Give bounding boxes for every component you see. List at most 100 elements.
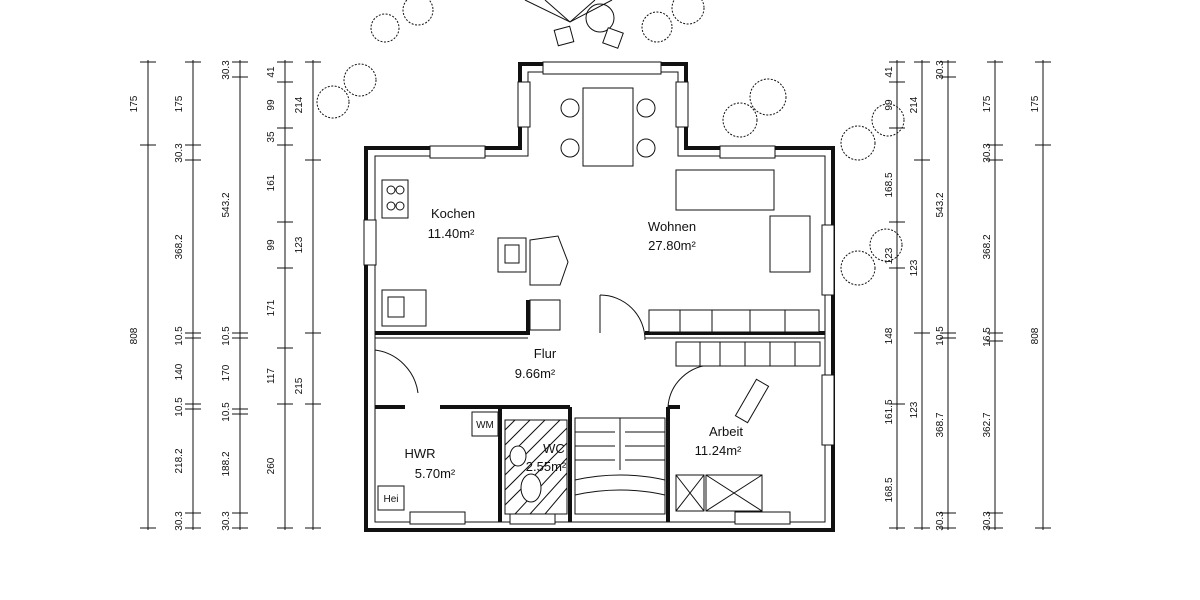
office-furniture [675,341,821,512]
tree-icon [402,0,434,26]
dim-label: 30.3 [982,511,993,531]
dim-label: 368.7 [935,412,946,437]
shelf [675,341,821,367]
dim-label: 175 [129,95,140,112]
door-arc [667,364,714,408]
dim-label: 140 [174,363,185,380]
dim-label: 99 [266,239,277,251]
window [429,145,486,159]
dim-label: 41 [266,66,277,78]
chair-icon [636,98,656,118]
dim-label: 123 [909,259,920,276]
dining-table [560,87,656,167]
chair-icon [560,138,580,158]
dim-label: 30.3 [221,511,232,531]
room-area-wohnen: 27.80m² [648,238,696,253]
tree-icon [671,0,705,25]
dim-label: 168.5 [884,477,895,502]
dim-label: 99 [266,99,277,111]
tree-icon [343,63,377,97]
dim-label: 10.5 [935,326,946,346]
dim-label: 161.5 [884,399,895,424]
umbrella-icon [524,0,613,23]
dim-label: 16.5 [982,327,993,347]
sofa-icon [769,215,811,273]
dim-label: 362.7 [982,412,993,437]
dim-label: 808 [129,327,140,344]
room-name-flur: Flur [534,346,557,361]
washing-machine-label: WM [476,420,494,431]
washing-machine-icon [471,411,499,437]
dim-label: 175 [982,95,993,112]
chair-icon [560,98,580,118]
tree-icon [840,250,876,286]
heater-icon [377,485,405,511]
sofa-icon [675,169,775,211]
dim-label: 214 [294,96,305,113]
washbasin-icon [509,445,527,467]
dimensions-right: 41 99 168.5 123 148 161.5 168.5 214 123 … [884,60,1051,531]
room-area-kochen: 11.40m² [428,226,475,241]
lamp-icon [734,378,770,424]
tree-icon [316,85,350,119]
chimney [529,235,569,286]
dim-label: 123 [909,401,920,418]
dim-label: 30.3 [935,511,946,531]
window [517,81,531,128]
shelf [648,309,820,333]
dim-label: 30.3 [174,143,185,163]
dim-label: 218.2 [174,448,185,473]
dim-label: 808 [1030,327,1041,344]
dim-label: 30.3 [174,511,185,531]
dim-label: 148 [884,327,895,344]
chair-icon [602,27,624,49]
dim-label: 10.5 [174,397,185,417]
dim-label: 99 [884,99,895,111]
dim-label: 10.5 [221,326,232,346]
dim-label: 188.2 [221,451,232,476]
dim-label: 175 [1030,95,1041,112]
room-area-hwr: 5.70m² [415,466,456,481]
room-name-wc: WC [543,441,565,456]
dimensions-left: 175 808 175 30.3 368.2 10.5 140 10.5 218… [129,60,321,531]
dim-label: 10.5 [174,326,185,346]
dim-label: 117 [266,368,277,384]
window [821,374,835,446]
chair-icon [553,25,575,47]
living-furniture [648,169,820,333]
tree-icon [840,125,876,161]
dim-label: 168.5 [884,172,895,197]
tree-icon [722,102,758,138]
room-name-kochen: Kochen [431,206,475,221]
dim-label: 543.2 [221,192,232,217]
window [675,81,689,128]
window [821,224,835,296]
dim-label: 214 [909,96,920,113]
room-name-arbeit: Arbeit [709,424,743,439]
tree-icon [749,78,787,116]
wc-fixtures [504,419,568,515]
trees [316,0,905,286]
room-name-wohnen: Wohnen [648,219,696,234]
heater-label: Hei [383,494,398,505]
dim-label: 368.2 [982,234,993,259]
dim-label: 260 [266,457,277,474]
dim-label: 30.3 [935,60,946,80]
dim-label: 543.2 [935,192,946,217]
inner-walls [375,300,825,522]
door-arc [374,349,419,394]
window [542,61,662,75]
dim-label: 175 [174,95,185,112]
dim-label: 35 [266,131,277,143]
stove-icon [497,237,527,273]
window [734,511,791,525]
kitchen-fixtures [381,179,569,331]
staircase [574,417,666,515]
terrace [524,0,624,49]
dim-label: 170 [221,364,232,381]
room-area-wc: 2.55m² [526,459,567,474]
window [409,511,466,525]
door-arc [599,294,646,341]
dim-label: 215 [294,377,305,394]
dim-label: 161 [266,174,277,191]
